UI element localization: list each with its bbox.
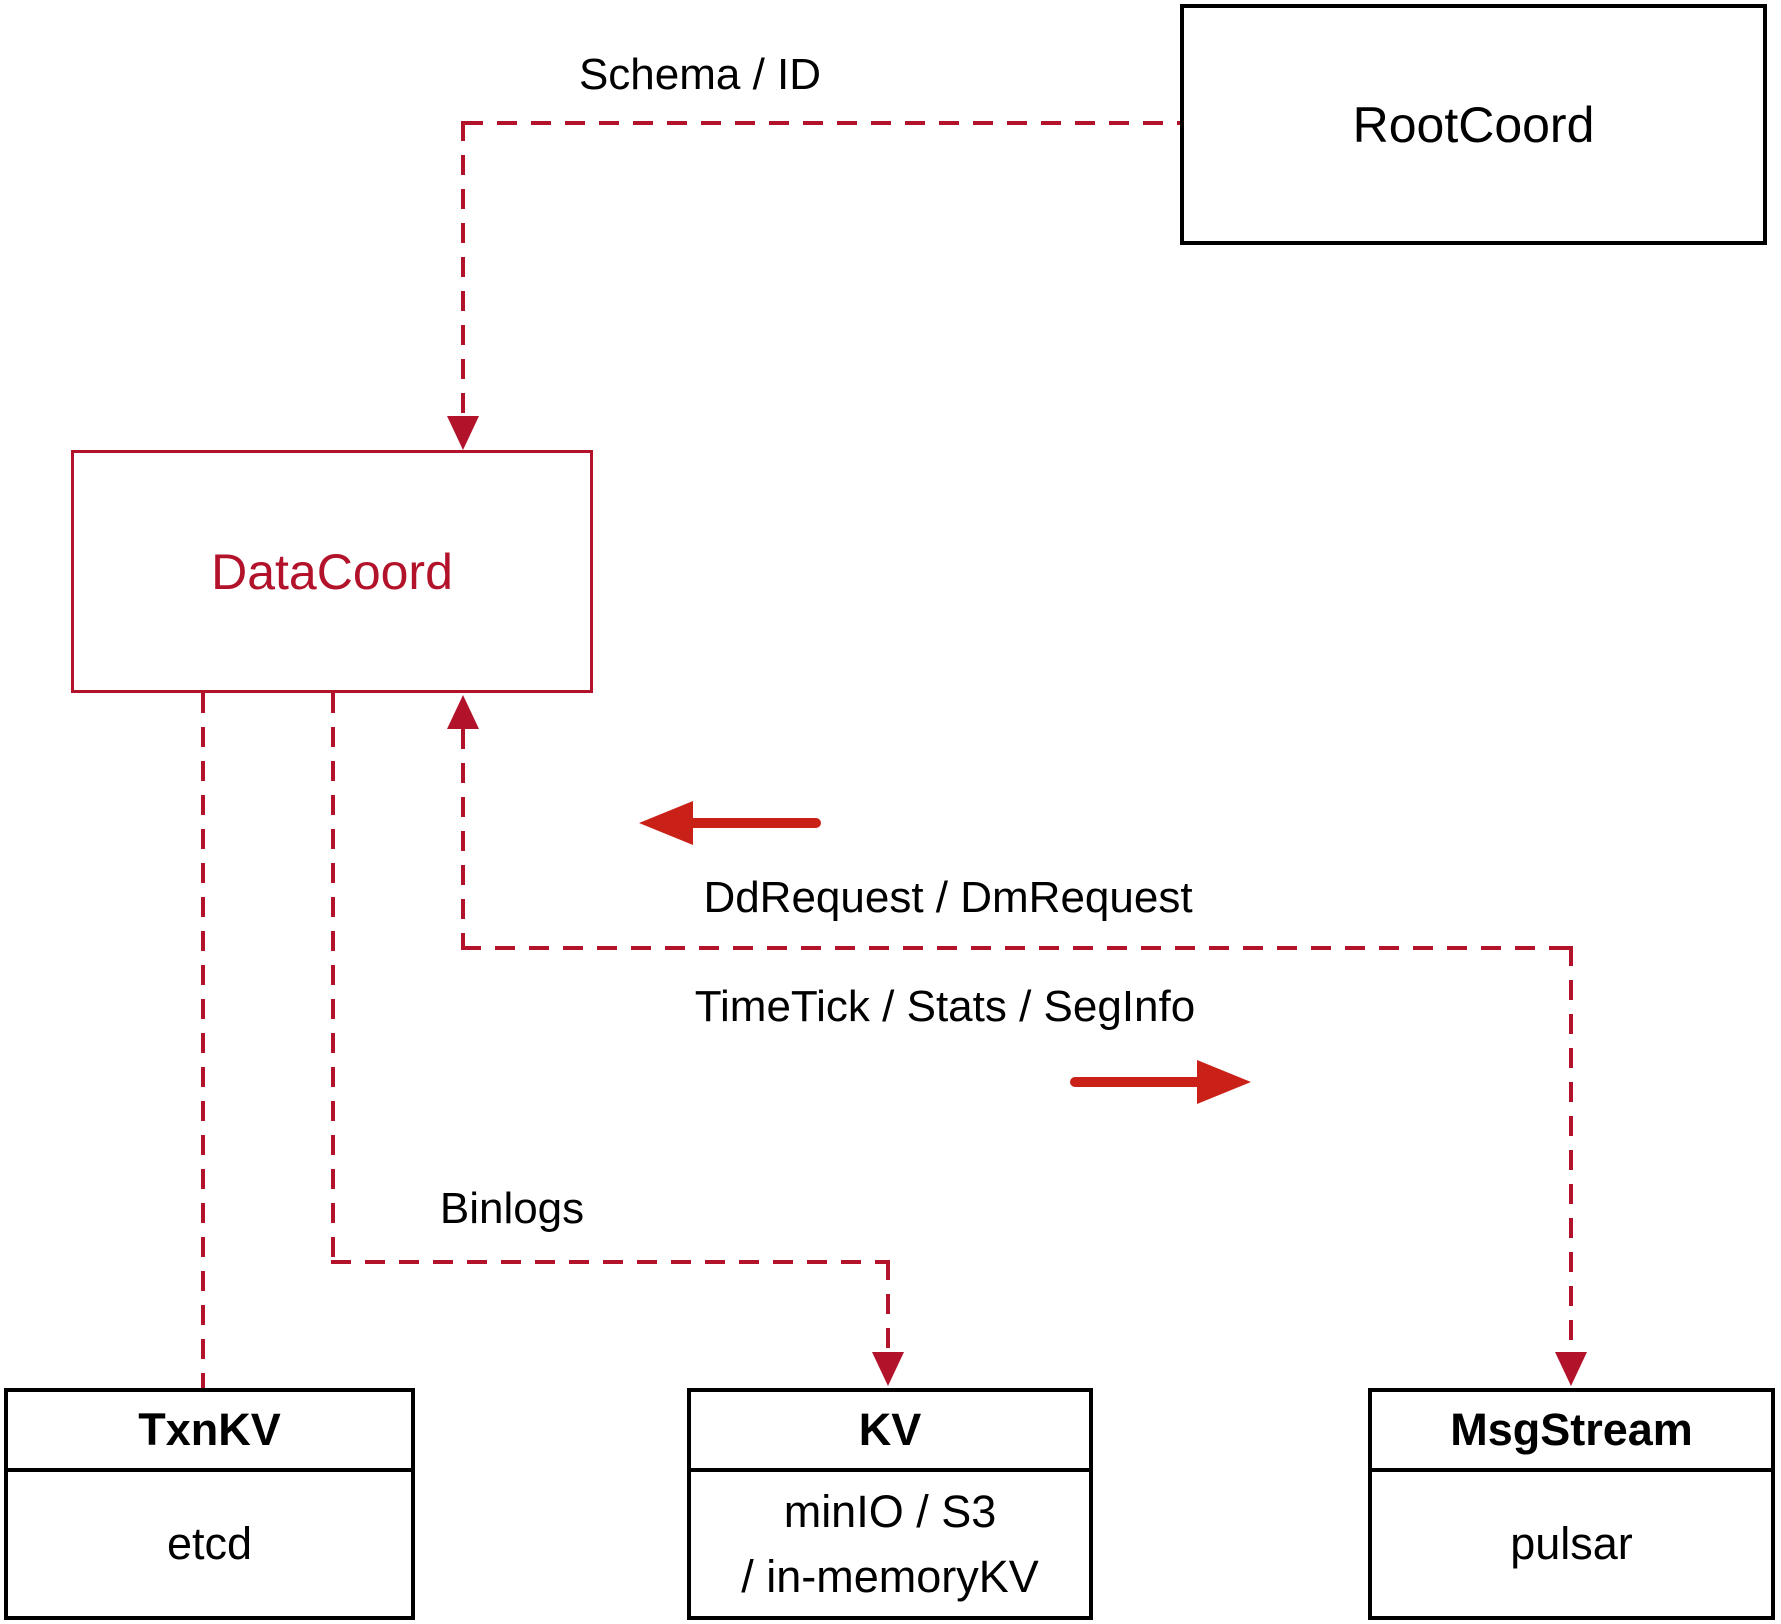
node-rootcoord: RootCoord: [1180, 4, 1767, 245]
edge-label-schema-id: Schema / ID: [578, 50, 822, 99]
node-kv: KV minIO / S3 / in-memoryKV: [687, 1388, 1093, 1620]
arrowhead-up-into-datacoord-icon: [447, 695, 479, 729]
node-rootcoord-label: RootCoord: [1352, 96, 1595, 153]
node-txnkv-title: TxnKV: [8, 1392, 411, 1472]
right-arrowhead-icon: [1197, 1060, 1251, 1104]
edge-datacoord-txnkv-line: [201, 693, 205, 1388]
left-arrow-shaft: [685, 818, 821, 828]
left-direction-arrow-icon: [639, 801, 821, 845]
arrowhead-into-datacoord-icon: [447, 416, 479, 450]
right-arrow-shaft: [1070, 1077, 1205, 1087]
node-msgstream-body: pulsar: [1510, 1518, 1633, 1570]
edge-ddrequest-vertical-line: [461, 729, 465, 948]
edge-label-binlogs: Binlogs: [439, 1184, 585, 1233]
node-datacoord: DataCoord: [71, 450, 593, 693]
edge-msgstream-vertical-line: [1569, 946, 1573, 1352]
node-txnkv: TxnKV etcd: [4, 1388, 415, 1620]
edge-binlogs-vertical-line-2: [886, 1260, 890, 1354]
left-arrowhead-icon: [639, 801, 693, 845]
node-msgstream: MsgStream pulsar: [1368, 1388, 1775, 1620]
right-direction-arrow-icon: [1070, 1060, 1251, 1104]
node-kv-body-line2: / in-memoryKV: [741, 1551, 1039, 1602]
node-kv-title: KV: [691, 1392, 1089, 1472]
edge-schema-vertical-line: [461, 121, 465, 418]
node-datacoord-label: DataCoord: [211, 543, 453, 600]
edge-binlogs-vertical-line-1: [331, 693, 335, 1262]
edge-schema-horizontal-line: [463, 121, 1180, 125]
node-txnkv-body: etcd: [166, 1518, 253, 1570]
node-msgstream-title: MsgStream: [1372, 1392, 1771, 1472]
edge-label-timetick-stats-seginfo: TimeTick / Stats / SegInfo: [694, 982, 1196, 1031]
arrowhead-into-msgstream-icon: [1555, 1352, 1587, 1386]
edge-binlogs-horizontal-line: [331, 1260, 888, 1264]
edge-msgstream-horizontal-line: [461, 946, 1571, 950]
node-kv-body-line1: minIO / S3: [783, 1485, 997, 1537]
arrowhead-into-kv-icon: [872, 1352, 904, 1386]
edge-label-ddrequest-dmrequest: DdRequest / DmRequest: [703, 873, 1193, 922]
